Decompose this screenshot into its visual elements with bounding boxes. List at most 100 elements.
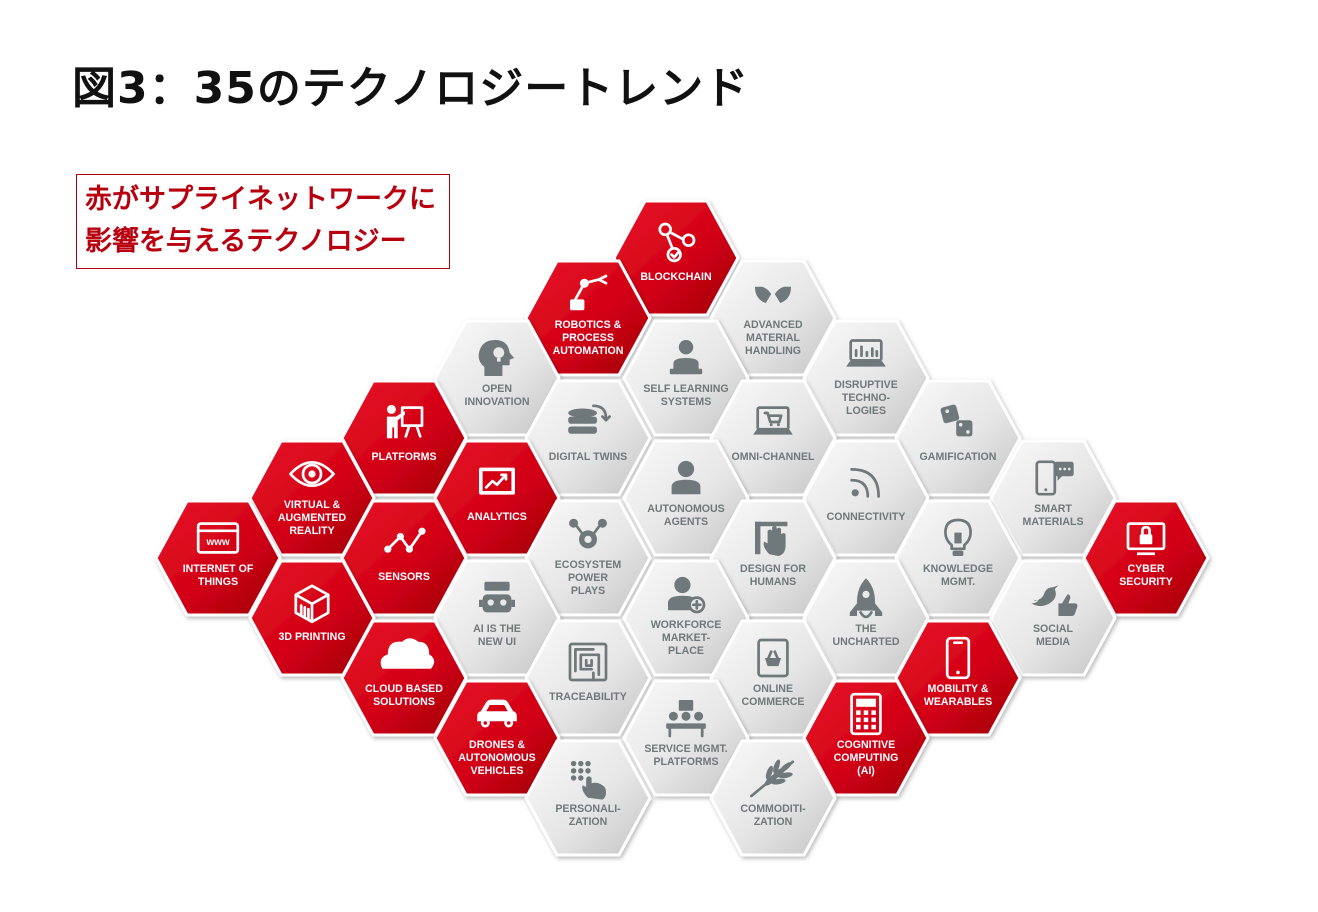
tile-label-line: DIGITAL TWINS [549,451,627,463]
meeting-icon [666,700,706,738]
svg-text:www: www [205,537,229,548]
tile-commoditi-zation: COMMODITI-ZATION [709,739,837,857]
blockchain-icon [658,222,696,263]
tile-label-line: SECURITY [1119,576,1173,588]
tile-label-line: AI IS THE [473,623,521,635]
eye-icon [289,460,335,488]
tile-label-line: MATERIAL [746,332,800,344]
database-sync-icon [568,404,611,434]
tile-label-line: SERVICE MGMT. [644,743,727,755]
hex-background [248,439,376,557]
gear-network-icon [569,518,607,549]
tile-label-line: WEARABLES [924,696,992,708]
tile-label-line: AUTOMATION [553,345,624,357]
cloud-icon [380,638,435,669]
tile-label-line: SENSORS [378,571,430,583]
tile-label-line: SOLUTIONS [373,696,435,708]
chart-screen-icon [479,467,515,495]
hex-background [622,559,750,677]
calculator-icon [850,692,882,736]
keypad-hand-icon [570,760,606,800]
tile-label-line: HUMANS [750,576,797,588]
tile-label-line: SYSTEMS [661,396,712,408]
bird-like-icon [1031,585,1078,616]
maze-icon [568,642,608,682]
tile-label-line: DESIGN FOR [740,563,806,575]
legend-line-2: 影響を与えるテクノロジー [85,226,407,257]
person-add-icon [668,576,706,614]
tile-label-line: GAMIFICATION [920,451,997,463]
tile-label-line: PLATFORMS [371,451,436,463]
www-window-icon: www [196,522,240,554]
rocket-icon [849,578,883,619]
tile-label-line: THE [855,623,876,635]
tile-label-line: NEW UI [478,636,516,648]
bulb-icon [944,518,972,556]
laptop-cart-icon [753,406,793,435]
tile-gamification: GAMIFICATION [894,379,1022,497]
tile-label-line: ZATION [754,816,793,828]
tile-label-line: KNOWLEDGE [923,563,993,575]
tile-label-line: DISRUPTIVE [834,379,898,391]
smartphone-icon [945,636,971,680]
tile-label-line: MEDIA [1036,636,1070,648]
tile-label-line: PROCESS [562,332,614,344]
tile-label-line: OPEN [482,383,512,395]
tile-label-line: OMNI-CHANNEL [732,451,816,463]
tile-label-line: REALITY [289,525,334,537]
tile-label-line: CLOUD BASED [365,683,443,695]
box-icon [294,584,330,624]
tile-label-line: PERSONALI- [555,803,621,815]
hex-background [989,559,1117,677]
legend-line-1: 赤がサプライネットワークに [85,184,436,215]
tablet-basket-icon [757,638,789,678]
tile-label-line: SOCIAL [1033,623,1074,635]
hex-background [524,739,652,857]
tile-label-line: MARKET- [662,632,711,644]
presenter-icon [386,404,424,439]
hex-background [622,679,750,797]
hex-background [709,739,837,857]
tile-label-line: THINGS [198,576,238,588]
tile-3d-printing: 3D PRINTING [248,559,376,677]
tile-label-line: SMART [1034,503,1072,515]
tile-label-line: HANDLING [745,345,801,357]
tile-label-line: ONLINE [753,683,793,695]
tile-label-line: VIRTUAL & [284,499,341,511]
tile-label-line: MGMT. [941,576,975,588]
tile-label-line: (AI) [857,765,875,777]
tile-personali-zation: PERSONALI-ZATION [524,739,652,857]
hex-background [622,439,750,557]
tile-label-line: SELF LEARNING [643,383,728,395]
hand-ruler-icon [755,521,788,556]
hex-background [340,619,468,737]
legend-box: 赤がサプライネットワークに 影響を与えるテクノロジー [76,174,450,269]
tile-label-line: AUTONOMOUS [458,752,536,764]
tile-label-line: ANALYTICS [467,511,527,523]
tile-label-line: VEHICLES [471,765,524,777]
tile-label-line: ZATION [569,816,608,828]
lock-monitor-icon [1126,522,1166,556]
tile-label-line: WORKFORCE [651,619,722,631]
tile-label-line: AUGMENTED [278,512,347,524]
laptop-chart-icon [846,339,886,367]
nodes-icon [384,527,426,553]
tile-label-line: COMMERCE [742,696,805,708]
tile-label-line: POWER [568,572,608,584]
hex-background [433,679,561,797]
head-bulb-icon [478,340,515,376]
tile-label-line: MOBILITY & [927,683,988,695]
